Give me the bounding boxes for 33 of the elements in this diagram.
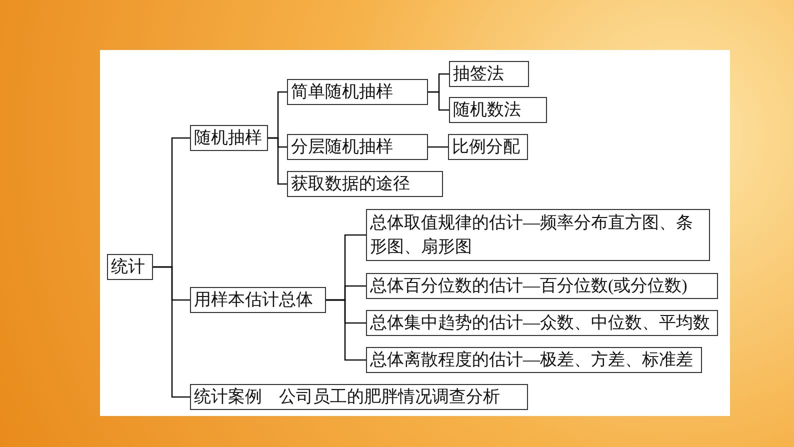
concept-text: 获取数据的途径 bbox=[291, 173, 411, 195]
concept-box bbox=[190, 384, 528, 410]
concept-text: 比例分配 bbox=[452, 136, 521, 158]
concept-box bbox=[107, 254, 153, 280]
connector-line bbox=[428, 91, 449, 111]
concept-box bbox=[448, 134, 528, 160]
concept-text: 总体百分位数的估计—百分位数(或分位数) bbox=[370, 275, 688, 297]
concept-text: 统计 bbox=[111, 256, 146, 278]
connector-line bbox=[428, 146, 448, 148]
concept-box bbox=[287, 134, 428, 160]
concept-text: 总体离散程度的估计—极差、方差、标准差 bbox=[370, 349, 694, 371]
concept-text: 分层随机抽样 bbox=[291, 136, 394, 158]
concept-text: 随机数法 bbox=[453, 99, 522, 121]
concept-text: 用样本估计总体 bbox=[194, 289, 314, 311]
concept-box bbox=[366, 273, 718, 299]
concept-box bbox=[366, 209, 710, 261]
concept-text: 总体集中趋势的估计—众数、中位数、平均数 bbox=[370, 312, 711, 334]
concept-box bbox=[449, 97, 547, 123]
concept-box bbox=[190, 125, 268, 151]
concept-text: 总体取值规律的估计—频率分布直方图、条形图、扇形图 bbox=[370, 212, 694, 258]
concept-text: 随机抽样 bbox=[194, 127, 263, 149]
concept-box bbox=[287, 171, 443, 197]
concept-box bbox=[190, 287, 326, 313]
connector-line bbox=[268, 137, 287, 185]
connector-line bbox=[153, 266, 190, 398]
concept-box bbox=[366, 310, 718, 336]
concept-box bbox=[449, 61, 529, 87]
concept-text: 简单随机抽样 bbox=[291, 81, 394, 103]
concept-box bbox=[287, 79, 428, 105]
concept-text: 抽签法 bbox=[453, 63, 505, 85]
concept-text: 统计案例 公司员工的肥胖情况调查分析 bbox=[194, 386, 501, 408]
connector-line bbox=[326, 299, 366, 361]
concept-box bbox=[366, 347, 702, 373]
